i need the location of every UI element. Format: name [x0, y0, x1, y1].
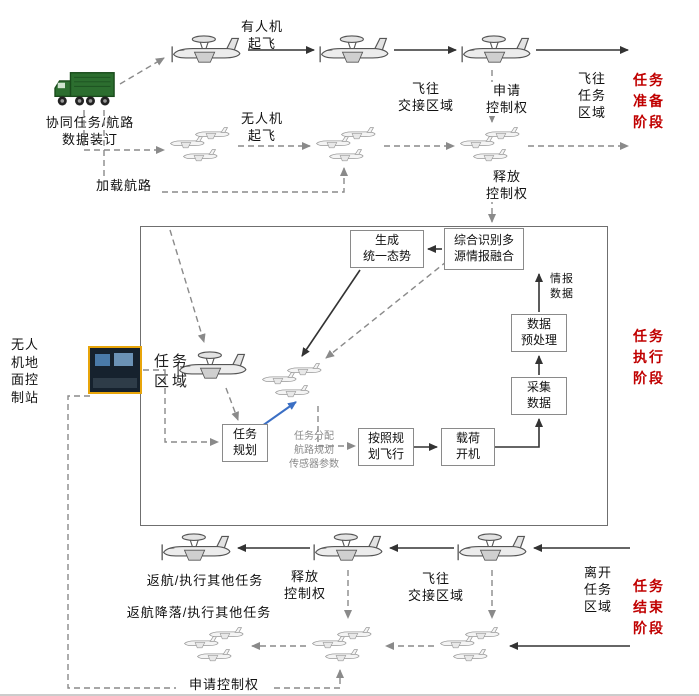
uav-group-icon [182, 626, 246, 666]
label-fly-to-mission: 飞往 任务 区域 [577, 71, 606, 121]
gcs-screen [95, 354, 110, 366]
node-gen-situation: 生成 统一态势 [350, 230, 424, 268]
label-request-control-bottom: 申请控制权 [176, 676, 272, 694]
uav-group-icon [168, 126, 232, 166]
label-release-control-top: 释放 控制权 [476, 168, 538, 203]
phase-label-finish: 任务 结束 阶段 [633, 578, 665, 636]
node-mission-planning: 任务 规划 [222, 424, 268, 462]
uav-group-icon [260, 362, 324, 402]
uav-group-icon [310, 626, 374, 666]
supply-truck-icon [54, 72, 115, 107]
uav-group-icon [314, 126, 378, 166]
uav-group-icon [458, 126, 522, 166]
manned-aircraft-icon [161, 533, 231, 561]
manned-aircraft-icon [313, 533, 383, 561]
node-collect-data: 采集 数据 [511, 377, 567, 415]
manned-aircraft-icon [171, 35, 241, 63]
manned-aircraft-icon [461, 35, 531, 63]
node-preprocess: 数据 预处理 [511, 314, 567, 352]
ground-control-station-photo [88, 346, 142, 394]
label-fly-to-handover-top: 飞往 交接区域 [397, 81, 454, 114]
label-manned-takeoff: 有人机 起飞 [240, 19, 283, 52]
label-intel-data: 情报 数据 [543, 272, 581, 302]
label-return-or-other: 返航/执行其他任务 [146, 573, 264, 588]
arrow-truck-to-manned [119, 57, 165, 85]
label-gcs: 无人 机地 面控 制站 [10, 337, 39, 405]
manned-aircraft-icon [319, 35, 389, 63]
label-leave-mission: 离开 任务 区域 [583, 565, 612, 615]
node-fly-per-plan: 按照规 划飞行 [358, 428, 414, 466]
label-mission-area: 任务 区域 [153, 353, 190, 390]
phase-label-prepare: 任务 准备 阶段 [633, 72, 665, 130]
node-fusion: 综合识别多 源情报融合 [444, 228, 524, 270]
label-return-land-other: 返航降落/执行其他任务 [126, 605, 272, 620]
label-fly-to-handover-bottom: 飞往 交接区域 [407, 571, 464, 604]
label-data-binding: 协同任务/航路 数据装订 [45, 115, 135, 148]
uav-group-icon [438, 626, 502, 666]
gcs-screen [114, 353, 133, 366]
gcs-console [93, 378, 137, 388]
label-uav-takeoff: 无人机 起飞 [240, 111, 283, 144]
phase-label-execute: 任务 执行 阶段 [633, 328, 665, 386]
label-load-route: 加载航路 [90, 177, 158, 195]
label-release-control-bottom: 释放 控制权 [283, 569, 326, 602]
node-payload-on: 载荷 开机 [441, 428, 495, 466]
manned-aircraft-icon [457, 533, 527, 561]
label-request-control-top: 申请 控制权 [476, 82, 538, 117]
label-assign-params: 任务分配 航路规划 传感器参数 [289, 431, 339, 470]
